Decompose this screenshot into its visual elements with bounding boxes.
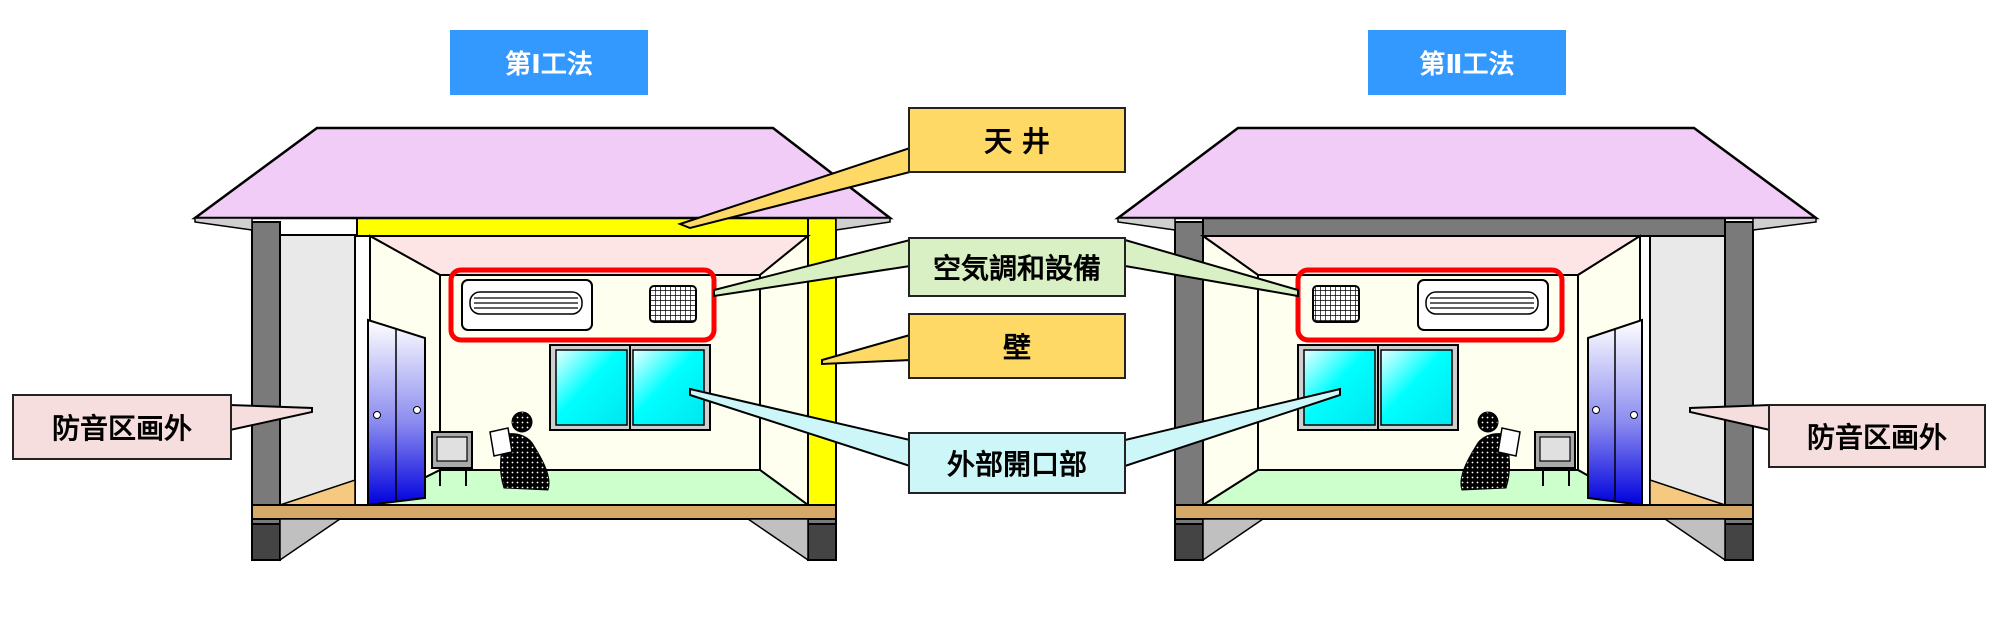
room-floor xyxy=(1199,469,1644,506)
right-house xyxy=(1114,126,1820,562)
vent-grille-icon xyxy=(649,285,697,323)
person-reading-icon xyxy=(1460,411,1521,491)
roof-overhang-left xyxy=(194,217,253,231)
method-label-left: 第Ⅰ工法 xyxy=(450,30,648,95)
wall-post-right-base xyxy=(807,523,837,561)
method-label-right: 第Ⅱ工法 xyxy=(1368,30,1566,95)
door-icon xyxy=(1587,318,1643,507)
under-floor xyxy=(1202,518,1266,562)
under-floor-right xyxy=(1662,518,1726,562)
roof-overhang-right xyxy=(1752,217,1817,231)
person-reading-icon xyxy=(489,411,550,491)
wall-post-left-base xyxy=(251,523,281,561)
callout-outside-left: 防音区画外 xyxy=(12,394,232,460)
callout-ceiling: 天 井 xyxy=(908,107,1126,173)
callout-air-conditioning: 空気調和設備 xyxy=(908,237,1126,297)
window-icon xyxy=(1297,344,1459,431)
roof-overhang-left xyxy=(1117,217,1176,231)
callout-outside-right: 防音区画外 xyxy=(1768,404,1986,468)
under-floor-right xyxy=(745,518,809,562)
under-floor xyxy=(279,518,343,562)
vent-grille-icon xyxy=(1312,285,1360,323)
callout-wall: 壁 xyxy=(908,313,1126,379)
ceiling-beam xyxy=(1202,217,1726,237)
room-floor xyxy=(369,469,812,506)
ac-highlight-box xyxy=(448,267,717,343)
roof-overhang-right xyxy=(835,217,891,231)
wall-post-left-base xyxy=(1174,523,1204,561)
window-icon xyxy=(549,344,711,431)
air-conditioner-icon xyxy=(1417,279,1549,331)
ac-highlight-box xyxy=(1295,267,1565,343)
floor-board xyxy=(1174,504,1754,520)
tv-icon xyxy=(1534,431,1576,486)
wall-post-right-base xyxy=(1724,523,1754,561)
floor-board xyxy=(251,504,837,520)
tv-icon xyxy=(431,431,473,486)
air-conditioner-icon xyxy=(461,279,593,331)
door-icon xyxy=(367,318,426,507)
callout-exterior-opening: 外部開口部 xyxy=(908,432,1126,494)
roof xyxy=(1114,126,1820,220)
soundproof-ceiling-layer xyxy=(356,217,837,237)
